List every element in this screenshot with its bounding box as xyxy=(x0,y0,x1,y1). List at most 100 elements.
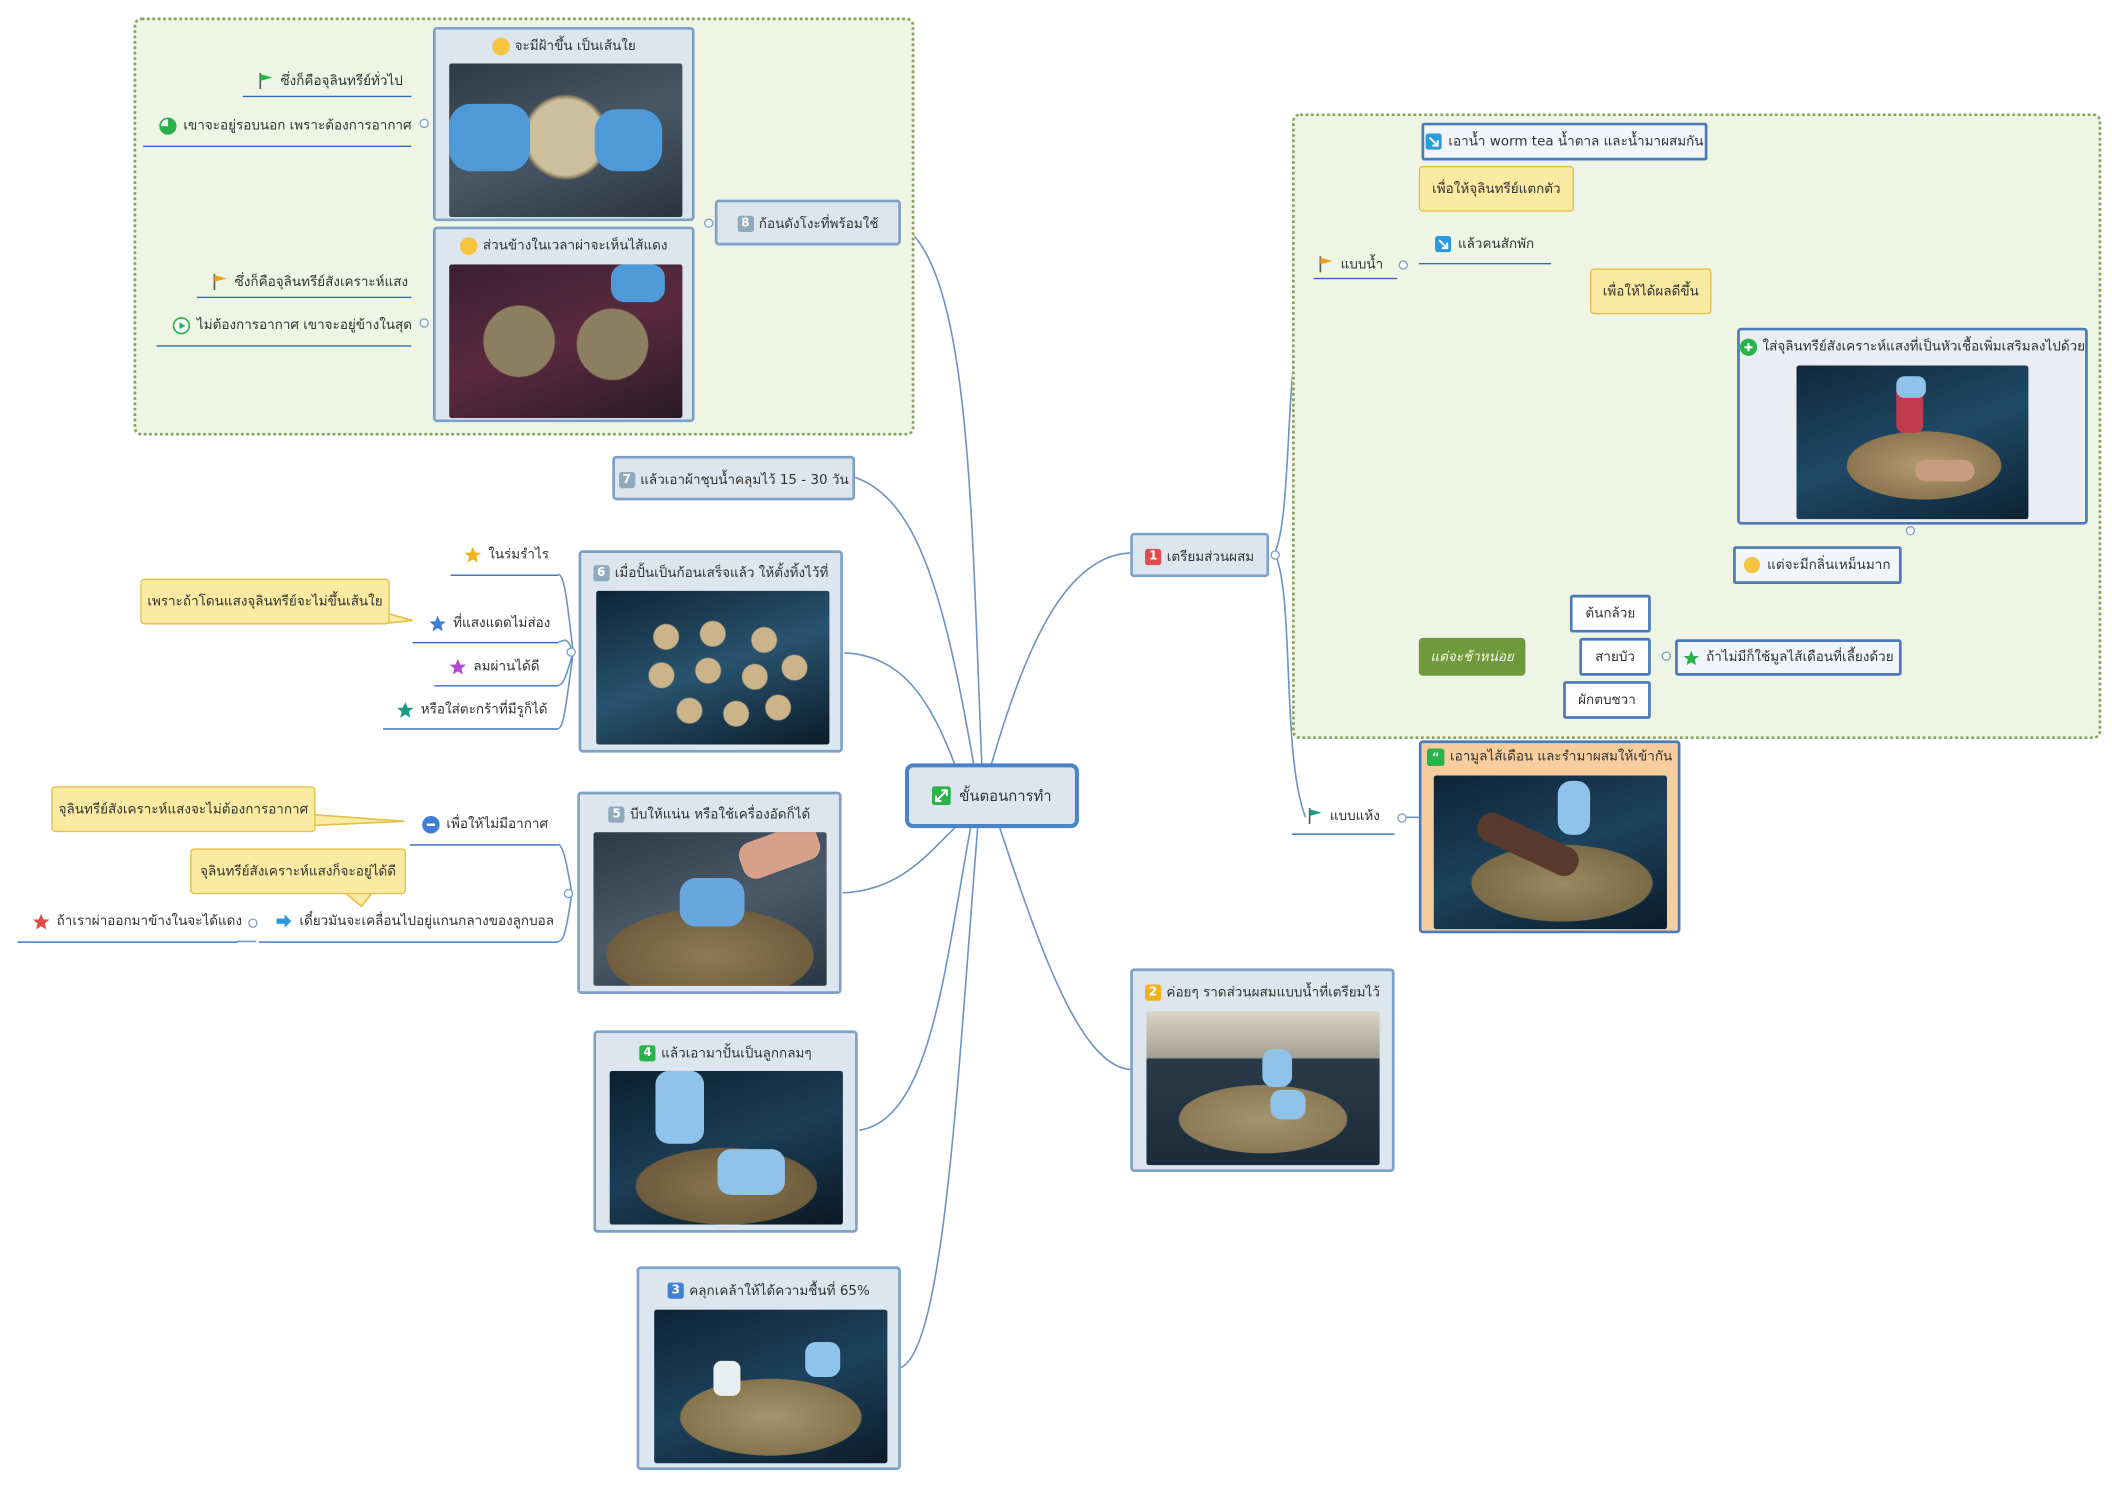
blue-star-icon xyxy=(429,615,446,631)
dry-method-underline xyxy=(1292,833,1395,835)
no-air-underline xyxy=(410,844,559,846)
collapse-toggle[interactable] xyxy=(248,918,258,928)
mix-note-callout: เพื่อให้จุลินทรีย์แตกตัว xyxy=(1418,165,1574,212)
topic-mix[interactable]: เอาน้ำ worm tea น้ำตาล และน้ำมาผสมกัน xyxy=(1421,122,1708,161)
material-hyacinth[interactable]: ผักตบชวา xyxy=(1563,681,1651,719)
collapse-toggle[interactable] xyxy=(419,118,429,129)
material-banana[interactable]: ต้นกล้วย xyxy=(1569,594,1651,633)
collapse-toggle[interactable] xyxy=(419,318,429,328)
play-circle-icon xyxy=(172,316,191,334)
number-badge: 3 xyxy=(667,1282,684,1299)
collapse-toggle[interactable] xyxy=(704,218,714,228)
plus-icon xyxy=(1739,337,1758,356)
topic-innermost[interactable]: ไม่ต้องการอากาศ เขาจะอยู่ข้างในสุด xyxy=(172,313,412,337)
minus-icon xyxy=(422,815,440,833)
dry-method-label[interactable]: แบบแห้ง xyxy=(1308,804,1380,828)
sun-note-callout: เพราะถ้าโดนแสงจุลินทรีย์จะไม่ขึ้นเส้นใย xyxy=(140,578,390,625)
topic-basket[interactable]: หรือใส่ตะกร้าที่มีรูก็ได้ xyxy=(397,697,548,721)
teal-flag-icon xyxy=(1308,807,1322,825)
topic-inside-red[interactable]: ส่วนข้างในเวลาผ่าจะเห็นไส้แดง xyxy=(432,226,695,423)
svg-text:“: “ xyxy=(1432,750,1440,766)
number-badge: 4 xyxy=(639,1045,656,1062)
green-flag-icon xyxy=(259,72,273,90)
collapse-toggle[interactable] xyxy=(1397,813,1407,823)
quote-icon: “ xyxy=(1427,747,1445,766)
photo-dry-mix xyxy=(1433,775,1667,930)
topic-no-sun[interactable]: ที่แสงแดดไม่ส่อง xyxy=(429,611,550,635)
photo-rolling-balls xyxy=(609,1070,843,1225)
topic-add-psb[interactable]: ใส่จุลินทรีย์สังเคราะห์แสงที่เป็นหัวเชื้… xyxy=(1737,327,2088,525)
central-topic-label: ขั้นตอนการทำ xyxy=(959,787,1052,806)
collapse-toggle[interactable] xyxy=(566,647,576,657)
psb-underline xyxy=(196,296,412,299)
orange-flag-icon xyxy=(213,273,227,290)
topic-shade[interactable]: ในร่มรำไร xyxy=(464,542,549,566)
number-badge: 2 xyxy=(1144,984,1162,1001)
photo-pouring-liquid xyxy=(1146,1011,1380,1166)
topic-psb[interactable]: ซึ่งก็คือจุลินทรีย์สังเคราะห์แสง xyxy=(213,270,408,294)
collapse-toggle[interactable] xyxy=(1661,651,1672,661)
yellow-star-icon xyxy=(464,546,481,562)
photo-mold-ball xyxy=(449,63,683,218)
basket-underline xyxy=(383,728,559,730)
topic-outside[interactable]: เขาจะอยู่รอบนอก เพราะต้องการอากาศ xyxy=(159,113,412,137)
collapse-toggle[interactable] xyxy=(1905,525,1916,536)
topic-smell[interactable]: แต่จะมีกลิ่นเหม็นมาก xyxy=(1733,546,1902,584)
material-lotus[interactable]: สายบัว xyxy=(1579,637,1651,676)
teal-star-icon xyxy=(397,701,414,718)
no-sun-underline xyxy=(412,641,559,644)
pie-progress-icon xyxy=(159,116,177,135)
topic-no-manure[interactable]: ถ้าไม่มีก็ใช้มูลไส้เดือนที่เลี้ยงด้วย xyxy=(1675,639,1902,676)
photo-balls-in-bowl xyxy=(596,590,830,745)
topic-wind[interactable]: ลมผ่านได้ดี xyxy=(449,654,540,678)
orange-flag-icon xyxy=(1319,256,1333,273)
topic-no-air[interactable]: เพื่อให้ไม่มีอากาศ xyxy=(422,812,548,836)
move-center-underline xyxy=(258,941,559,943)
number-badge: 5 xyxy=(608,806,625,823)
stir-underline xyxy=(1418,262,1552,265)
topic-mold[interactable]: จะมีฝ้าขึ้น เป็นเส้นใย xyxy=(432,26,695,222)
expand-arrows-icon xyxy=(932,786,952,806)
collapse-toggle[interactable] xyxy=(1270,550,1280,560)
number-badge: 1 xyxy=(1145,548,1162,566)
number-badge: 8 xyxy=(737,215,754,232)
wind-underline xyxy=(434,685,559,687)
collapse-toggle[interactable] xyxy=(1398,260,1409,270)
collapse-toggle[interactable] xyxy=(563,888,574,899)
topic-general-microbes[interactable]: ซึ่งก็คือจุลินทรีย์ทั่วไป xyxy=(259,69,403,93)
central-topic[interactable]: ขั้นตอนการทำ xyxy=(904,763,1079,829)
general-underline xyxy=(242,95,412,98)
innermost-underline xyxy=(156,345,412,347)
outside-underline xyxy=(142,145,412,148)
water-method-underline xyxy=(1313,277,1398,280)
crying-face-icon xyxy=(1744,557,1761,574)
cut-red-underline xyxy=(17,941,238,943)
photo-pressing-ball xyxy=(593,832,827,986)
survive-callout: จุลินทรีย์สังเคราะห์แสงก็จะอยู่ได้ดี xyxy=(190,848,406,895)
topic-dry-mix[interactable]: “ เอามูลไส้เดือน และรำมาผสมให้เข้ากัน xyxy=(1418,740,1681,934)
arrow-right-icon xyxy=(276,914,292,928)
no-air-callout: จุลินทรีย์สังเคราะห์แสงจะไม่ต้องการอากาศ xyxy=(51,786,316,833)
topic-move-center[interactable]: เดี๋ยวมันจะเคลื่อนไปอยู่แกนกลางของลูกบอล xyxy=(275,909,554,933)
red-star-icon xyxy=(32,913,50,929)
slow-label: แต่จะช้าหน่อย xyxy=(1418,637,1526,676)
purple-star-icon xyxy=(449,658,467,674)
photo-pouring-psb xyxy=(1796,365,2029,520)
grin-icon xyxy=(459,236,478,255)
number-badge: 7 xyxy=(618,472,635,489)
water-method-label[interactable]: แบบน้ำ xyxy=(1319,252,1383,276)
topic-cut-red[interactable]: ถ้าเราผ่าออกมาข้างในจะได้แดง xyxy=(32,909,242,933)
number-badge: 6 xyxy=(593,565,610,582)
topic-stir[interactable]: แล้วคนสักพัก xyxy=(1435,232,1534,256)
photo-mixing xyxy=(654,1309,888,1464)
photo-split-ball xyxy=(449,264,683,419)
